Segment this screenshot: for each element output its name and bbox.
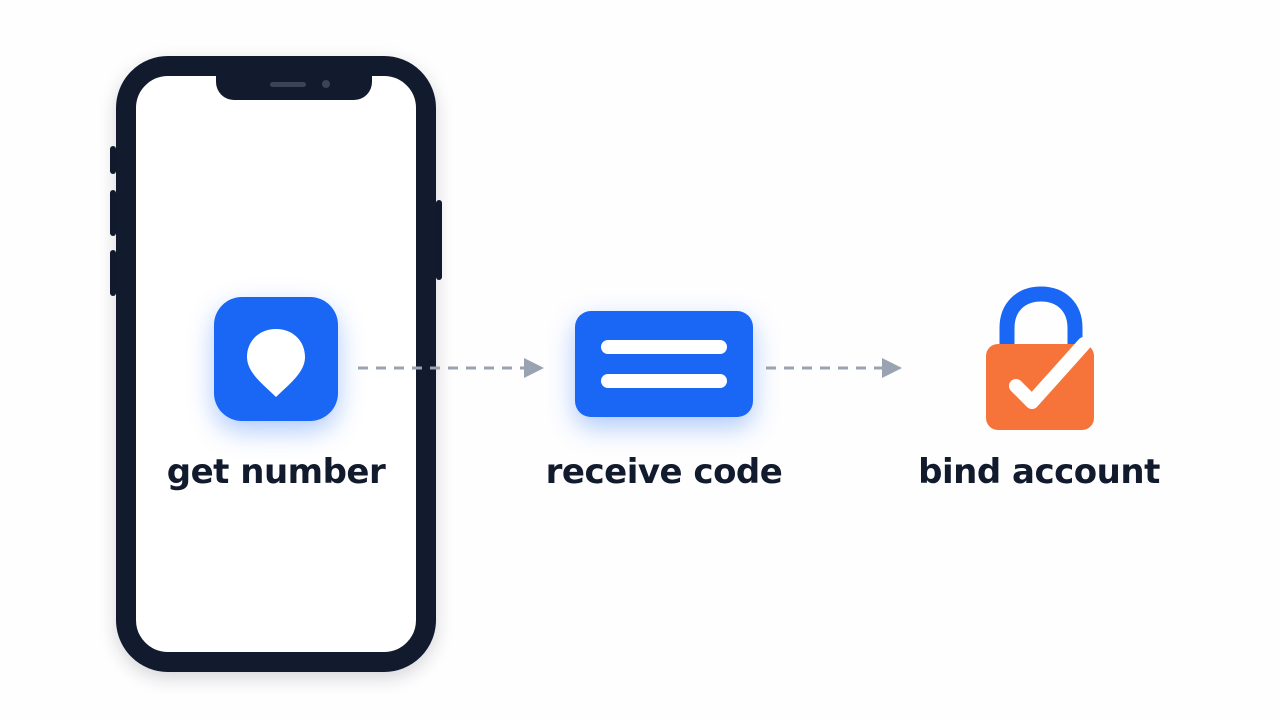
phone-notch [216, 74, 372, 100]
message-icon [575, 311, 753, 417]
phone-power-button [436, 200, 442, 280]
dashed-arrow-1 [358, 358, 544, 378]
padlock-check-icon [986, 286, 1094, 430]
step-label-receive-code: receive code [545, 452, 783, 492]
step-label-get-number: get number [166, 452, 386, 492]
phone-volume-down-button [110, 250, 116, 296]
message-lines-glyph [601, 340, 727, 388]
phone-speaker [270, 82, 306, 87]
location-pin-icon [214, 297, 338, 421]
step-label-bind-account: bind account [918, 452, 1160, 492]
phone-side-button [110, 146, 116, 174]
location-pin-glyph [247, 329, 305, 397]
phone-camera [322, 80, 330, 88]
phone-volume-up-button [110, 190, 116, 236]
dashed-arrow-2 [766, 358, 902, 378]
